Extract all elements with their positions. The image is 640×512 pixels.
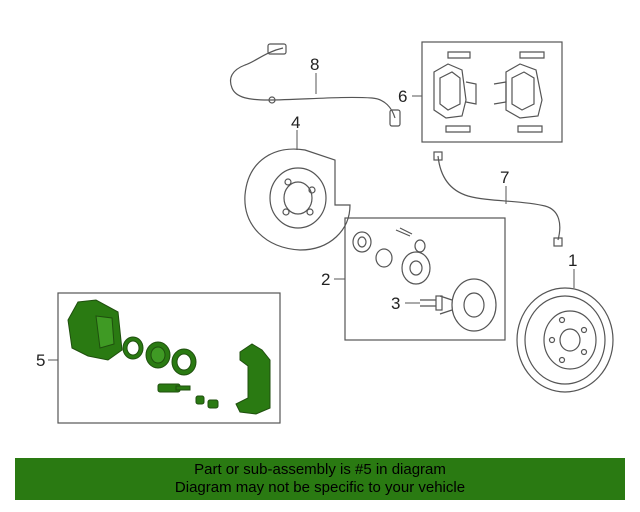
hub-bolt[interactable]	[420, 295, 443, 311]
callout-8: 8	[310, 55, 320, 74]
callout-5: 5	[36, 351, 46, 370]
brake-rotor[interactable]	[516, 287, 614, 393]
callout-6: 6	[398, 87, 408, 106]
callout-1: 1	[568, 251, 578, 270]
dust-shield[interactable]	[244, 148, 351, 251]
brake-pad-kit[interactable]	[421, 41, 563, 143]
callout-4: 4	[291, 113, 301, 132]
hub-bearing-kit[interactable]	[344, 217, 506, 341]
leader-lines	[48, 73, 575, 361]
banner-line-1: Part or sub-assembly is #5 in diagram	[194, 461, 446, 478]
brake-hose[interactable]	[433, 151, 563, 247]
info-banner: Part or sub-assembly is #5 in diagram Di…	[15, 458, 625, 500]
speed-sensor-harness[interactable]	[229, 43, 401, 127]
banner-line-2: Diagram may not be specific to your vehi…	[174, 479, 466, 496]
callout-7: 7	[500, 168, 510, 187]
callout-3: 3	[391, 294, 401, 313]
caliper-assembly[interactable]	[57, 292, 281, 424]
callout-2: 2	[321, 270, 331, 289]
